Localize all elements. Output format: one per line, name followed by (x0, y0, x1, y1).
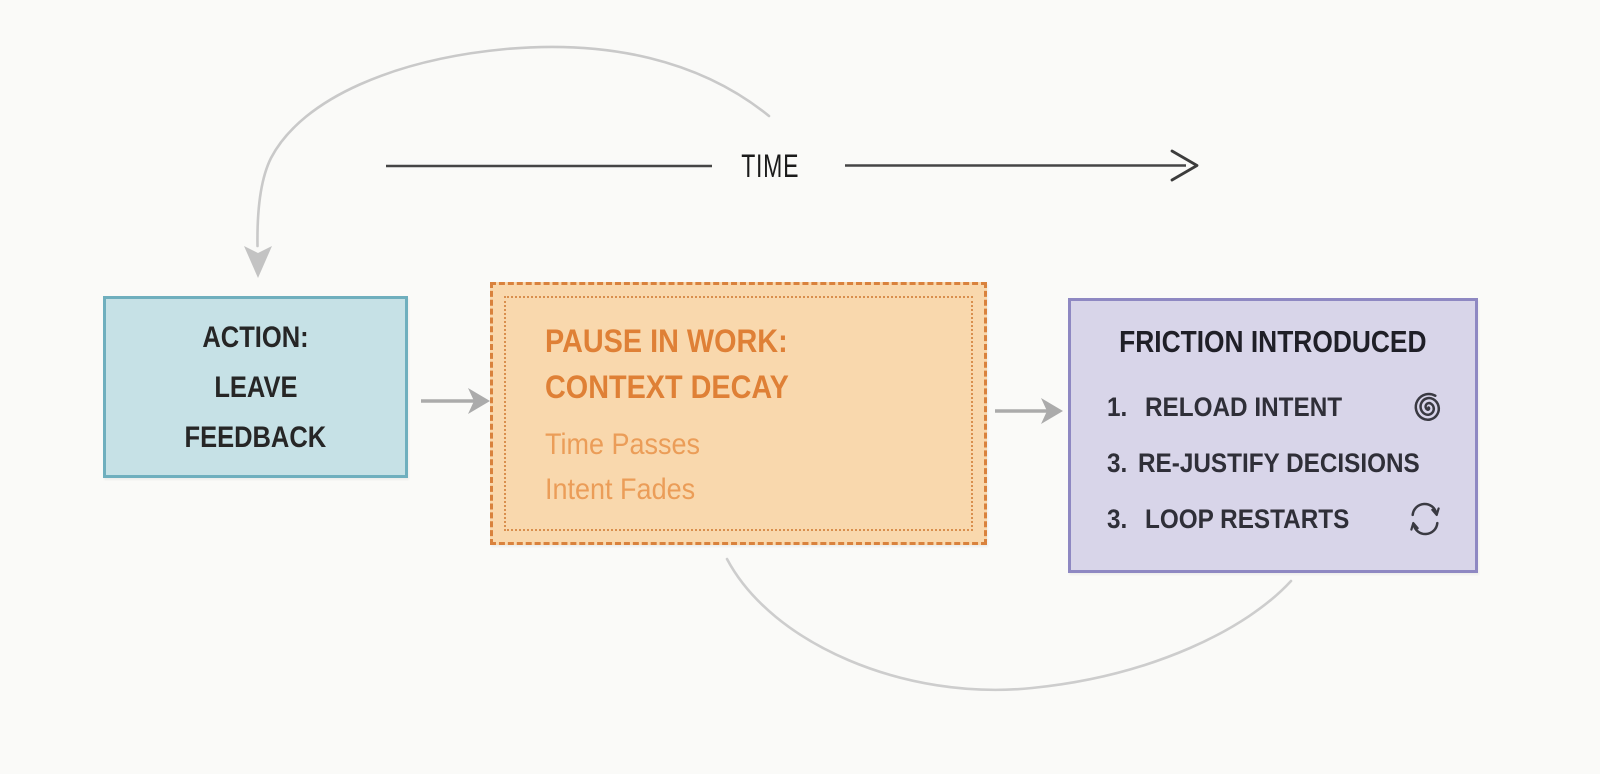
item-label: RELOAD INTENT (1145, 391, 1343, 422)
spiral-icon (1414, 392, 1441, 421)
loop-back-curve (256, 45, 771, 248)
pause-title-line-2: CONTEXT DECAY (545, 369, 789, 405)
pause-sub-line-2: Intent Fades (545, 473, 696, 506)
arrow-action-to-pause (421, 388, 490, 414)
pause-title-line-1: PAUSE IN WORK: (545, 323, 788, 359)
action-line-2: LEAVE (213, 371, 298, 404)
action-box: ACTION: LEAVE FEEDBACK (103, 296, 408, 478)
time-axis-arrow (386, 149, 1199, 182)
loop-back-arrowhead-icon (244, 246, 272, 278)
bottom-tail-curve (725, 557, 1293, 692)
friction-box: FRICTION INTRODUCED 1. RELOAD INTENT 3. … (1068, 298, 1478, 573)
pause-box: PAUSE IN WORK: CONTEXT DECAY Time Passes… (490, 282, 987, 545)
time-arrowhead-icon (1170, 149, 1199, 182)
action-line-3: FEEDBACK (184, 421, 327, 454)
friction-item-1: 1. RELOAD INTENT (1071, 379, 1475, 435)
action-line-1: ACTION: (202, 321, 309, 354)
arrowhead-icon (1041, 398, 1063, 424)
time-axis-label: TIME (741, 148, 799, 184)
item-number: 3. (1107, 447, 1128, 478)
friction-title: FRICTION INTRODUCED (1119, 324, 1427, 359)
friction-item-2: 3. RE-JUSTIFY DECISIONS (1071, 435, 1475, 491)
item-label: LOOP RESTARTS (1145, 503, 1350, 534)
arrow-pause-to-friction (995, 398, 1063, 424)
friction-item-3: 3. LOOP RESTARTS (1071, 491, 1475, 547)
pause-sub-line-1: Time Passes (545, 428, 701, 461)
item-number: 1. (1107, 391, 1128, 422)
item-number: 3. (1107, 503, 1128, 534)
arrowhead-icon (468, 388, 490, 414)
cycle-icon (1410, 502, 1440, 536)
friction-list: 1. RELOAD INTENT 3. RE-JUSTIFY DECISIONS (1071, 379, 1475, 547)
item-label: RE-JUSTIFY DECISIONS (1137, 447, 1420, 478)
